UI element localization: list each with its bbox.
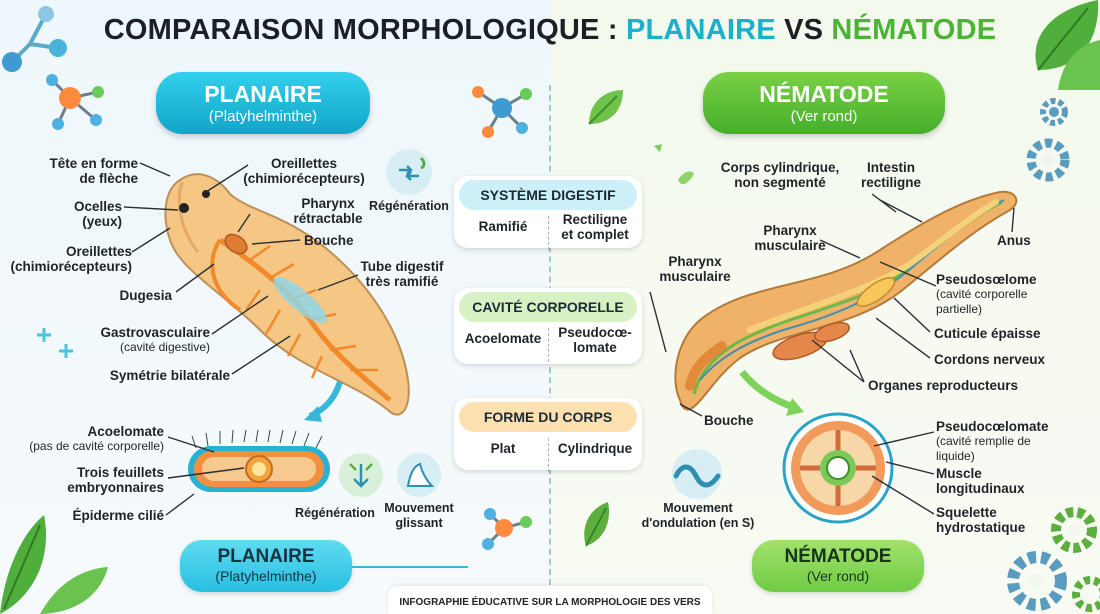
gear-icon-right-2 — [1026, 138, 1070, 182]
leaf-icon-bottom-center — [584, 502, 610, 547]
planaire-arrow — [304, 380, 343, 422]
card-cell-digestif-planaire: Ramifié — [478, 219, 528, 234]
label-bouche-nematode: Bouche — [704, 413, 754, 428]
leaf-icon-bottom-left — [0, 515, 108, 614]
label-organes-reproducteurs: Organes reproducteurs — [868, 378, 1019, 393]
leaf-icon-top-right — [1035, 0, 1100, 90]
planaire-illustration — [164, 173, 410, 416]
label-ocelles: Ocelles(yeux) — [73, 199, 122, 229]
label-oreillettes-top: Oreillettes(chimiorécepteurs) — [243, 156, 365, 186]
card-cell-forme-nematode: Cylindrique — [557, 441, 633, 456]
title-prefix: COMPARAISON MORPHOLOGIQUE : — [103, 14, 618, 46]
label-acoelomate: Acoelomate(pas de cavité corporelle) — [29, 424, 164, 453]
label-epiderme: Épiderme cilié — [72, 508, 164, 523]
gear-icon-bottom-right-2 — [1007, 551, 1067, 611]
gear-icon-right-1 — [1040, 98, 1068, 126]
card-cell-forme-planaire: Plat — [490, 441, 516, 456]
planaire-leader-lines — [123, 162, 359, 516]
planaire-header-name: PLANAIRE — [204, 81, 322, 107]
title-vs: VS — [784, 14, 824, 46]
card-cell-cavite-planaire: Acoelomate — [464, 331, 542, 346]
planaire-footer-pill: PLANAIRE (Platyhelminthe) — [180, 540, 352, 592]
nematode-illustration — [674, 190, 1018, 411]
label-cuticule: Cuticule épaisse — [934, 326, 1041, 341]
planaire-header-pill: PLANAIRE (Platyhelminthe) — [156, 72, 370, 134]
card-head-digestif: SYSTÈME DIGESTIF — [459, 180, 637, 210]
title-nematode: NÉMATODE — [831, 14, 997, 46]
gear-icon-bottom-right-3 — [1072, 576, 1100, 612]
regeneration-icon-bottom — [339, 453, 383, 497]
label-dugesia: Dugesia — [119, 288, 172, 303]
footer-caption: INFOGRAPHIE ÉDUCATIVE SUR LA MORPHOLOGIE… — [388, 586, 712, 614]
page-title: COMPARAISON MORPHOLOGIQUE : PLANAIRE VS … — [0, 14, 1100, 47]
label-gastrovasculaire: Gastrovasculaire(cavité digestive) — [100, 325, 210, 354]
card-head-forme: FORME DU CORPS — [459, 402, 637, 432]
nematode-arrow — [739, 369, 804, 416]
label-bouche-planaire: Bouche — [304, 233, 354, 248]
title-planaire: PLANAIRE — [625, 14, 776, 46]
leaf-icon-top-center — [588, 90, 623, 125]
nematode-header-name: NÉMATODE — [759, 81, 889, 107]
planaire-footer-line — [352, 566, 468, 568]
plus-icon-left — [37, 328, 73, 358]
planaire-cross-section — [188, 429, 330, 492]
nematode-leader-lines — [649, 193, 1015, 515]
molecule-icon-bottom — [482, 508, 532, 550]
label-anus: Anus — [997, 233, 1031, 248]
nematode-header-pill: NÉMATODE (Ver rond) — [703, 72, 945, 134]
nematode-cross-section — [782, 412, 894, 524]
label-symetrie: Symétrie bilatérale — [109, 368, 230, 383]
label-cordons-nerveux: Cordons nerveux — [934, 352, 1046, 367]
label-oreillettes-left: Oreillettes(chimiorécepteurs) — [10, 244, 132, 274]
molecule-icon-left — [46, 74, 104, 130]
molecule-icon-top-left — [2, 6, 67, 72]
wave-movement-icon — [672, 449, 722, 499]
label-corps-cylindrique: Corps cylindrique,non segmenté — [720, 160, 840, 190]
label-regeneration-bottom: Régénération — [295, 506, 375, 520]
card-cell-cavite-nematode: Pseudocœ-lomate — [558, 325, 632, 355]
gear-icon-bottom-right-1 — [1051, 507, 1097, 553]
card-head-cavite: CAVITÉ CORPORELLE — [459, 292, 637, 322]
nematode-footer-pill: NÉMATODE (Ver rond) — [752, 540, 924, 592]
card-forme-corps: FORME DU CORPS Plat Cylindrique — [454, 398, 642, 472]
card-cavite-corporelle: CAVITÉ CORPORELLE Acoelomate Pseudocœ-lo… — [454, 288, 642, 364]
molecule-icon-center — [472, 86, 532, 138]
nematode-header-sub: (Ver rond) — [790, 108, 858, 125]
leaf-spots-icon — [654, 144, 694, 185]
planaire-header-sub: (Platyhelminthe) — [208, 108, 318, 125]
gliding-icon — [397, 453, 441, 497]
label-regeneration-top: Régénération — [369, 199, 449, 213]
regeneration-icon-top — [386, 149, 432, 195]
